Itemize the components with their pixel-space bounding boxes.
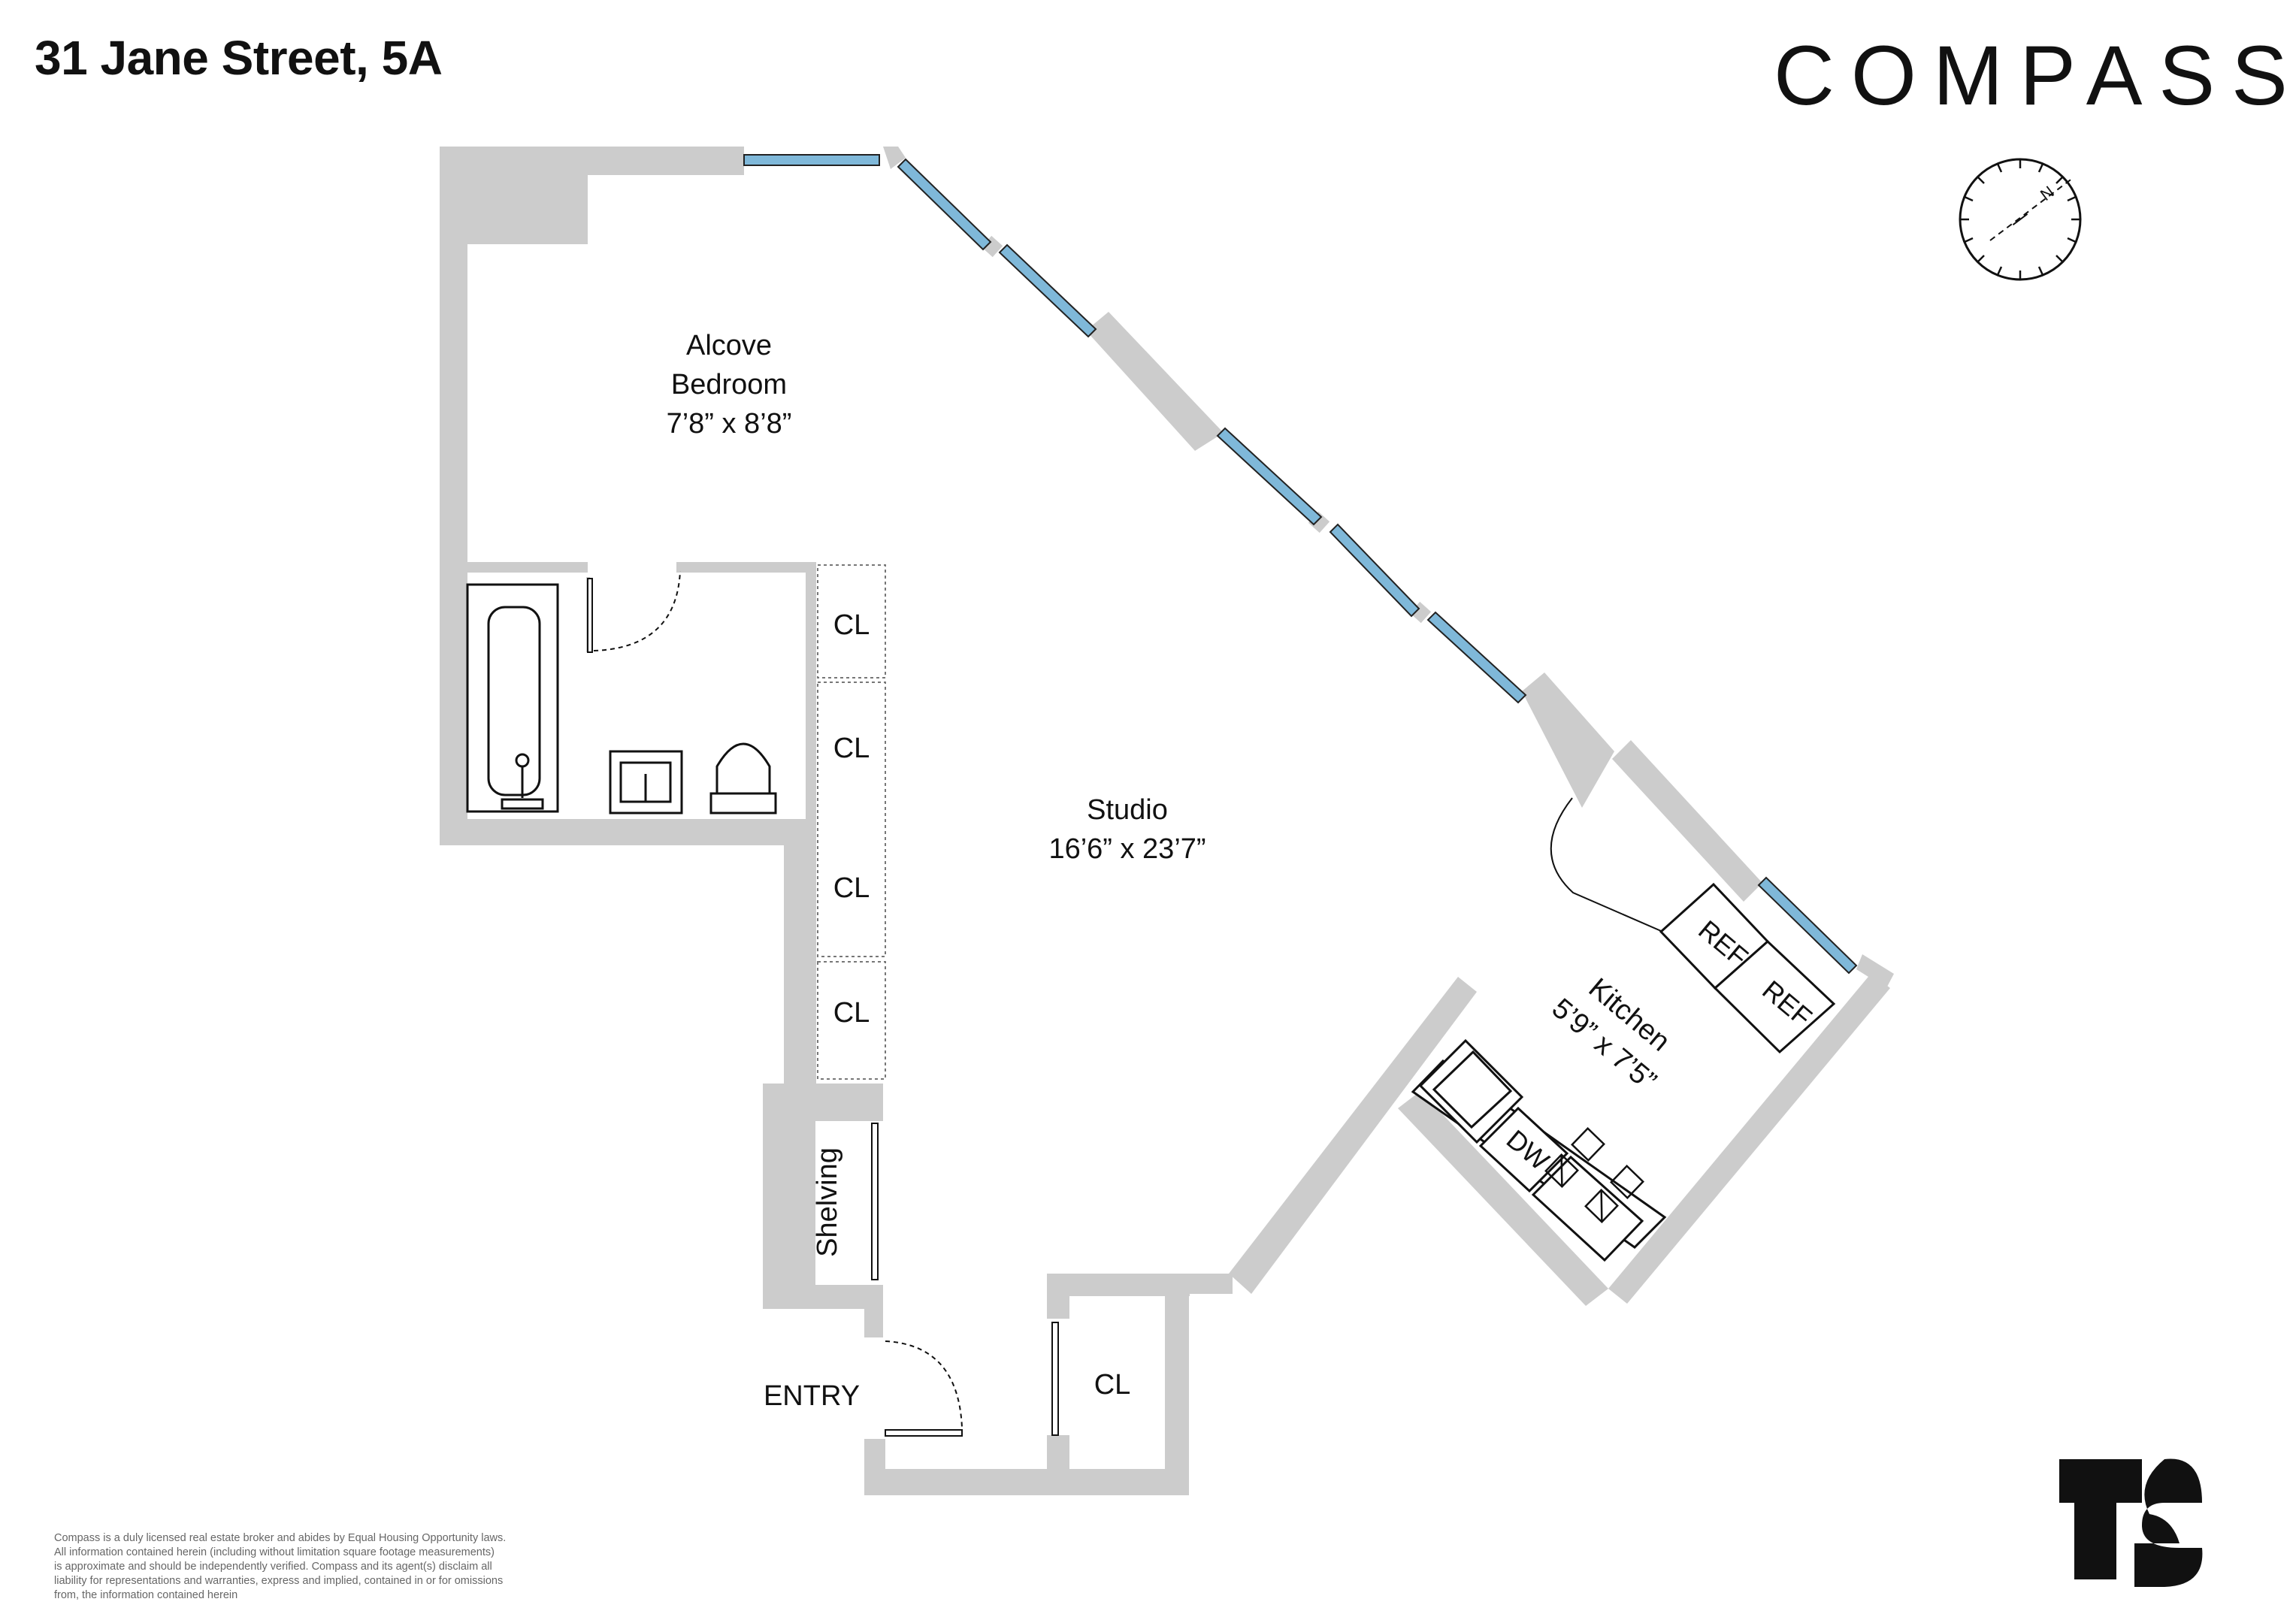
sink-vanity	[609, 750, 683, 815]
disclaimer-line: Compass is a duly licensed real estate b…	[54, 1532, 507, 1544]
disclaimer-line: liability for representations and warran…	[54, 1575, 504, 1587]
wall-closet-right	[1165, 1285, 1189, 1495]
closet-label-2: CL	[833, 733, 870, 764]
window-diag-3	[1216, 427, 1323, 526]
wall-left	[440, 147, 467, 845]
listing-address: 31 Jane Street, 5A	[35, 31, 443, 85]
disclaimer-line: is approximate and should be independent…	[54, 1561, 492, 1573]
alcove-name-2: Bedroom	[671, 369, 787, 400]
legal-disclaimer: Compass is a duly licensed real estate b…	[54, 1531, 655, 1603]
wall-top	[440, 147, 744, 175]
shelving-label: Shelving	[812, 1147, 843, 1257]
wall-entry-jamb	[864, 1285, 883, 1337]
wall-bath-top	[467, 562, 588, 573]
logo-s	[2134, 1458, 2203, 1587]
wall-entry-bottom	[864, 1469, 1187, 1495]
alcove-name-1: Alcove	[686, 330, 772, 361]
window-diag-6	[1757, 876, 1858, 975]
closets	[817, 564, 886, 1080]
closet-label-5: CL	[1094, 1369, 1131, 1401]
window-diag-1	[897, 158, 992, 251]
wall-shelving-left	[763, 1099, 815, 1309]
wall-bath-top-2	[676, 562, 815, 573]
wall-window-2	[1612, 740, 1762, 902]
wall-corner-right	[1856, 954, 1894, 988]
studio-name: Studio	[1087, 794, 1168, 826]
wall-bath-bottom	[440, 819, 815, 845]
wall-shelving-bottom	[763, 1285, 883, 1309]
bathtub-basin	[487, 606, 541, 796]
wall-kitchen-right	[1608, 973, 1890, 1304]
wall-closet-top	[1047, 1274, 1190, 1296]
walls	[440, 147, 1894, 1495]
wall-closet-link	[1187, 1274, 1233, 1294]
closet-3	[817, 961, 886, 1080]
closet-label-3: CL	[833, 872, 870, 904]
window-diag-2	[998, 243, 1097, 338]
toilet-tank	[709, 792, 777, 815]
alcove-dims: 7’8” x 8’8”	[667, 408, 792, 440]
toilet-bowl	[715, 742, 771, 793]
bathtub	[466, 583, 559, 813]
wall-closet-bottom-seg	[1047, 1459, 1069, 1495]
window-top	[743, 154, 880, 166]
wall-kitchen-base	[1398, 1091, 1608, 1306]
windows	[743, 154, 1858, 975]
logo-t-stem	[2074, 1459, 2116, 1579]
wall-closet-back	[784, 819, 816, 1120]
tub-drain	[515, 753, 530, 768]
closet-label-1: CL	[833, 609, 870, 641]
shelving-door	[871, 1123, 879, 1280]
compass-rose-icon: N	[1959, 158, 2082, 281]
kitchen-sink-cabinet	[1418, 1038, 1524, 1144]
wall-pier-1	[1086, 312, 1224, 451]
wall-pier-2	[1522, 672, 1614, 808]
window-diag-4	[1329, 523, 1420, 618]
ts-logo	[2059, 1458, 2203, 1587]
entry-closet-door	[1051, 1322, 1059, 1436]
wall-window-corner	[883, 147, 906, 169]
compass-north-label: N	[2037, 182, 2058, 204]
closet-2	[817, 682, 886, 957]
disclaimer-line: from, the information contained herein	[54, 1589, 238, 1601]
bath-door	[587, 570, 681, 653]
wall-shelving-top	[763, 1084, 883, 1121]
tub-faucet-base	[501, 798, 544, 810]
compass-brand-logo: COMPASS	[1774, 29, 2296, 122]
window-diag-5	[1426, 611, 1527, 704]
bathroom-fixtures	[466, 583, 777, 815]
closet-label-4: CL	[833, 997, 870, 1029]
range-burners	[1544, 1127, 1644, 1223]
wall-corner-block	[467, 175, 588, 244]
studio-dims: 16’6” x 23’7”	[1048, 833, 1205, 865]
fridge-2	[1713, 939, 1836, 1054]
entry-label: ENTRY	[764, 1380, 860, 1412]
entry-door	[885, 1340, 963, 1437]
disclaimer-line: All information contained herein (includ…	[54, 1546, 495, 1558]
wall-diagonal-lower	[1229, 977, 1477, 1294]
wall-bath-right	[806, 562, 816, 863]
kitchen-sink	[1432, 1050, 1513, 1129]
